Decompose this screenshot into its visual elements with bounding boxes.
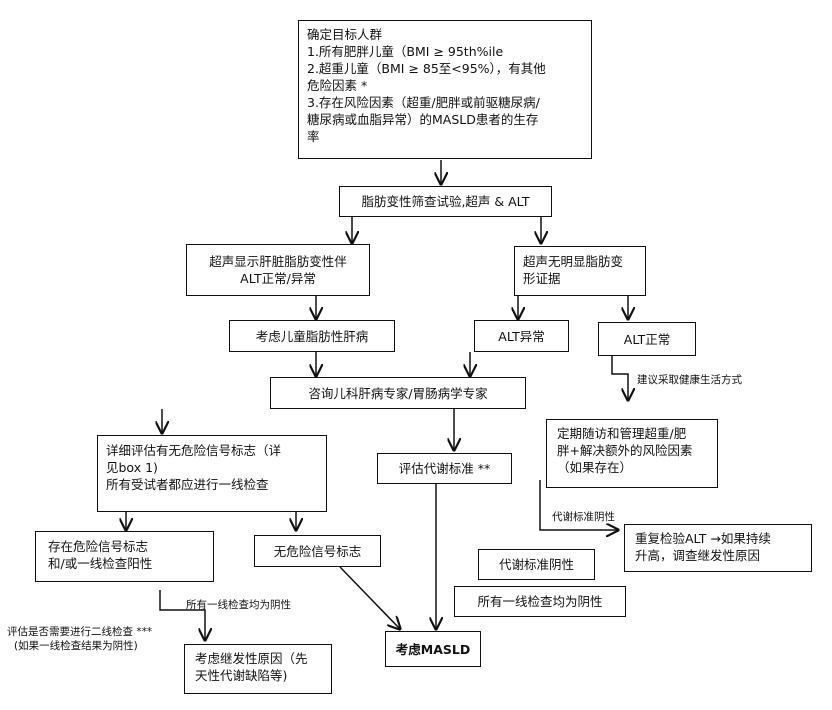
uspos-line-2: ALT正常/异常 [240, 271, 316, 286]
alt-normal-text: ALT正常 [623, 331, 671, 347]
ultrasound-negative-box: 超声无明显脂肪变 形证据 [514, 246, 646, 296]
alt-abnormal-box: ALT异常 [474, 320, 569, 352]
followup-line-3: （如果存在） [557, 460, 633, 475]
masld-text: 考虑MASLD [395, 641, 471, 657]
alt-abnormal-text: ALT异常 [498, 328, 545, 344]
firstline-neg-text: 所有一线检查均为阴性 [477, 594, 603, 609]
uspos-line-1: 超声显示肝脏脂肪变性伴 [209, 254, 347, 269]
arrow-altnorm-to-followup [611, 356, 628, 400]
all-firstline-negative-label: 所有一线检查均为阴性 [186, 599, 291, 611]
target-line-1: 确定目标人群 [307, 27, 383, 42]
followup-line-1: 定期随访和管理超重/肥 [557, 426, 687, 441]
consider-pediatric-fld-box: 考虑儿童脂肪性肝病 [229, 320, 395, 352]
usneg-line-1: 超声无明显脂肪变 [523, 254, 624, 269]
no-redflags-box: 无危险信号标志 [254, 535, 381, 567]
healthy-lifestyle-label: 建议采取健康生活方式 [637, 374, 742, 386]
target-line-7: 率 [307, 129, 320, 144]
metabolic-text: 评估代谢标准 ** [398, 461, 491, 476]
second-line-label-2: (如果一线检查结果为阴性) [14, 640, 138, 652]
screening-text: 脂肪变性筛查试验,超声 & ALT [361, 194, 530, 209]
target-line-2: 1.所有肥胖儿童（BMI ≥ 95th%ile [307, 44, 504, 59]
arrow-noredflags-to-masld [339, 566, 400, 629]
metabolic-neg-text: 代谢标准阴性 [498, 557, 574, 572]
target-line-6: 糖尿病或血脂异常）的MASLD患者的生存 [307, 112, 539, 127]
secondary-line-2: 天性代谢缺陷等) [195, 668, 288, 683]
metabolic-negative-box: 代谢标准阴性 [478, 549, 595, 580]
pediatric-text: 考虑儿童脂肪性肝病 [255, 328, 369, 344]
no-redflags-text: 无危险信号标志 [273, 543, 362, 559]
ultrasound-positive-box: 超声显示肝脏脂肪变性伴 ALT正常/异常 [186, 244, 370, 296]
arrow-redflags-to-secondary [159, 590, 205, 640]
arrow-metabolic-to-retest [539, 480, 618, 530]
consult-text: 咨询儿科肝病专家/胃肠病学专家 [308, 385, 488, 401]
target-line-5: 3.存在风险因素（超重/肥胖或前驱糖尿病/ [307, 95, 540, 110]
detailed-line-3: 所有受试者都应进行一线检查 [106, 477, 269, 492]
second-line-label-1: 评估是否需要进行二线检查 *** [7, 626, 153, 638]
redflags-present-box: 存在危险信号标志 和/或一线检查阳性 [35, 531, 214, 582]
followup-box: 定期随访和管理超重/肥 胖+解决额外的风险因素 （如果存在） [546, 419, 718, 488]
consult-specialist-box: 咨询儿科肝病专家/胃肠病学专家 [270, 377, 526, 409]
redflags-line-2: 和/或一线检查阳性 [48, 556, 153, 571]
followup-line-2: 胖+解决额外的风险因素 [557, 443, 693, 458]
secondary-line-1: 考虑继发性原因（先 [195, 651, 308, 666]
retest-line-2: 升高，调查继发性原因 [635, 548, 761, 563]
consider-masld-box: 考虑MASLD [385, 631, 481, 667]
redflags-line-1: 存在危险信号标志 [48, 539, 149, 554]
metabolic-negative-label: 代谢标准阴性 [552, 511, 615, 523]
target-line-3: 2.超重儿童（BMI ≥ 85至<95%），有其他 [307, 61, 546, 76]
usneg-line-2: 形证据 [523, 271, 561, 286]
retest-alt-box: 重复检验ALT →如果持续 升高，调查继发性原因 [624, 524, 812, 572]
screening-box: 脂肪变性筛查试验,超声 & ALT [339, 186, 552, 217]
target-population-box: 确定目标人群 1.所有肥胖儿童（BMI ≥ 95th%ile 2.超重儿童（BM… [298, 20, 592, 159]
target-line-4: 危险因素 * [307, 78, 368, 93]
detailed-line-2: 见box 1) [106, 460, 158, 475]
retest-line-1: 重复检验ALT →如果持续 [635, 531, 771, 546]
alt-normal-box: ALT正常 [598, 322, 696, 356]
detailed-evaluation-box: 详细评估有无危险信号标志（详 见box 1) 所有受试者都应进行一线检查 [97, 435, 327, 512]
metabolic-criteria-box: 评估代谢标准 ** [377, 453, 512, 484]
secondary-causes-box: 考虑继发性原因（先 天性代谢缺陷等) [184, 644, 332, 694]
firstline-negative-box: 所有一线检查均为阴性 [454, 586, 626, 617]
detailed-line-1: 详细评估有无危险信号标志（详 [106, 443, 282, 458]
